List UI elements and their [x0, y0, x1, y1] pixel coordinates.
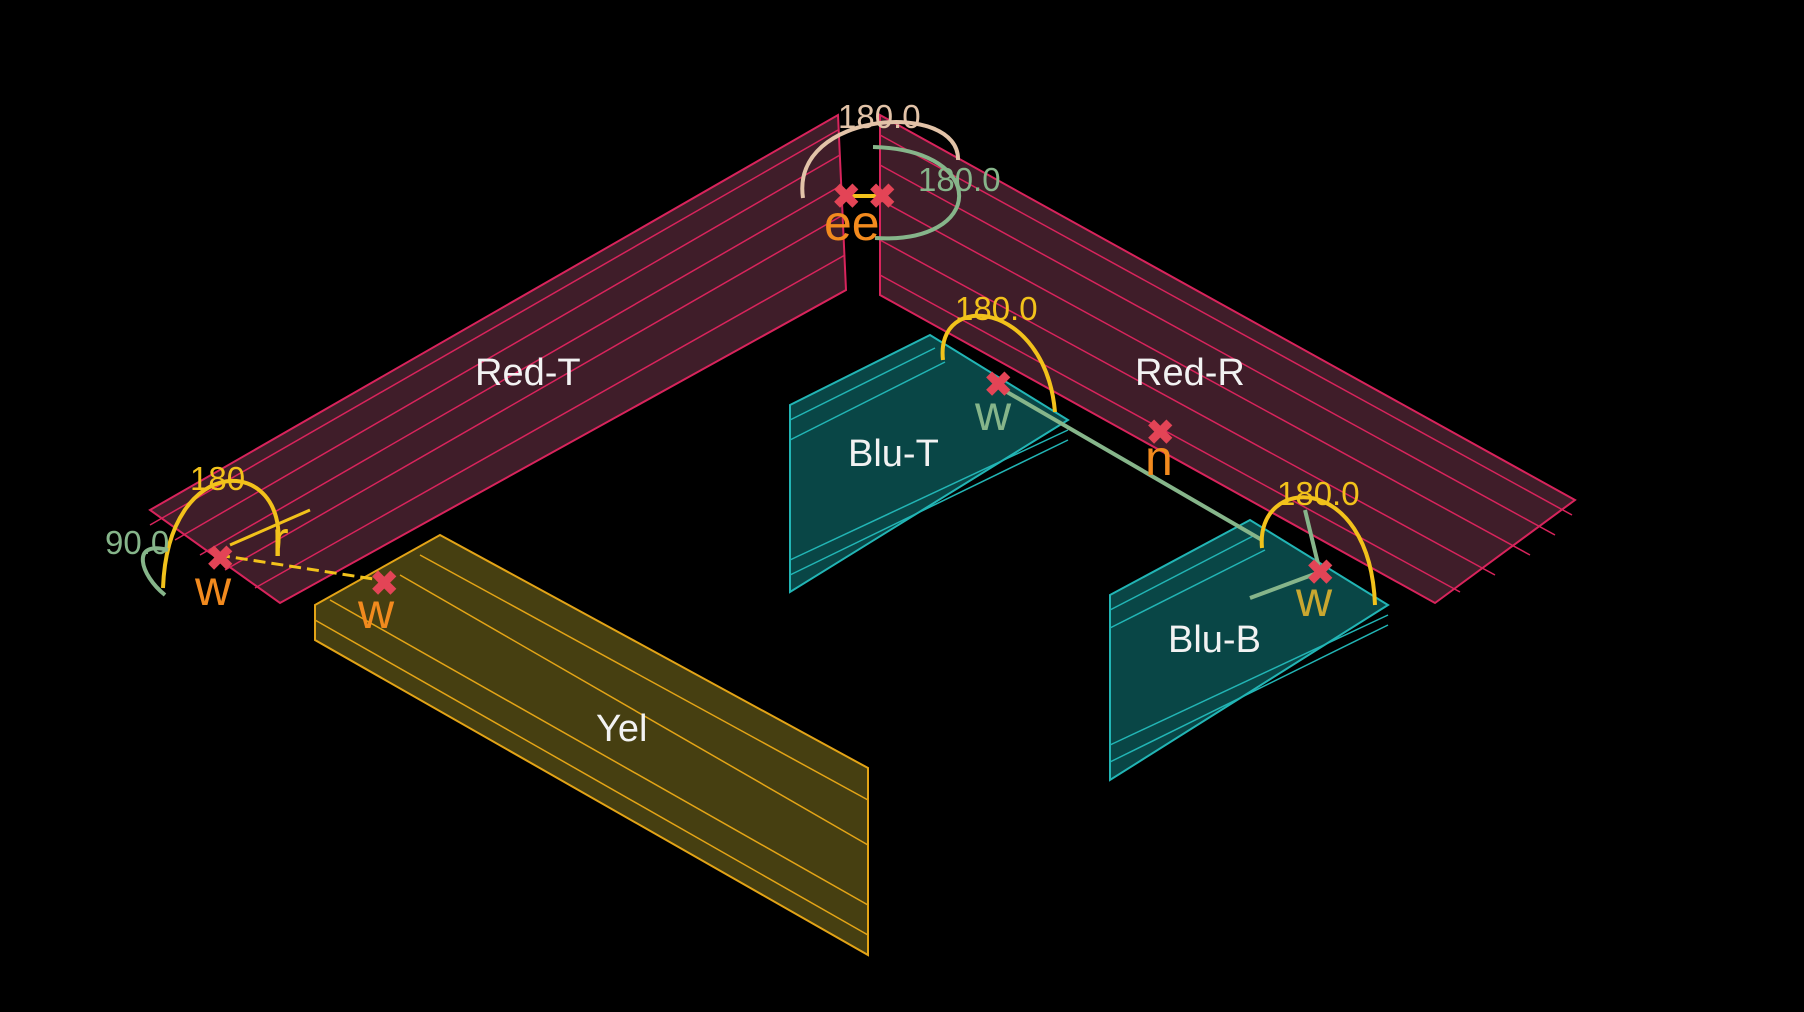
label-red-t: Red-T — [475, 352, 581, 394]
blu-t-ridges — [789, 347, 1069, 576]
angle-label: 180.0 — [1277, 475, 1360, 512]
marker-icon: ✖ — [1306, 554, 1335, 592]
mid-connector — [993, 383, 1264, 542]
marker-icon: ✖ — [1146, 414, 1175, 452]
part-blu-b[interactable]: Blu-B — [1109, 518, 1390, 782]
label-blu-b: Blu-B — [1168, 619, 1261, 661]
yel-ridges — [314, 554, 869, 936]
red-r-body — [879, 113, 1577, 605]
red-t-body — [148, 113, 848, 605]
constraint-glyph: ee — [824, 195, 880, 251]
angle-label: 180.0 — [838, 98, 921, 135]
joint-middle[interactable]: ✖ ✖ 180.0 w n — [940, 290, 1264, 542]
left-arc-green — [140, 546, 169, 597]
constraint-glyph: w — [357, 583, 395, 639]
red-t-ridges — [149, 129, 846, 589]
constraint-glyph: w — [1295, 571, 1333, 627]
label-red-r: Red-R — [1135, 352, 1245, 394]
constraint-glyph: n — [1145, 430, 1173, 486]
label-yel: Yel — [596, 708, 647, 750]
angle-label: 180 — [190, 460, 245, 497]
marker-icon: ✖ — [984, 366, 1013, 404]
constraint-glyph: w — [194, 560, 232, 616]
constraint-glyph: w — [974, 385, 1012, 441]
joint-top[interactable]: ✖ ✖ 180.0 180.0 ee — [800, 98, 1001, 251]
label-blu-t: Blu-T — [848, 433, 939, 475]
right-axis-2 — [1303, 509, 1322, 573]
right-axis — [1249, 570, 1321, 600]
red-r-ridges — [879, 134, 1573, 593]
left-connector — [217, 553, 381, 582]
part-red-r[interactable]: Red-R — [879, 113, 1577, 605]
yel-body — [314, 533, 869, 957]
left-arc-yellow — [161, 478, 281, 589]
joint-right[interactable]: ✖ 180.0 w — [1249, 475, 1377, 627]
left-axis — [229, 508, 311, 547]
angle-label: 180.0 — [955, 290, 1038, 327]
top-arc-beige — [800, 120, 961, 199]
part-yel[interactable]: Yel — [314, 533, 869, 957]
marker-icon: ✖ — [868, 178, 897, 216]
marker-icon: ✖ — [370, 565, 399, 603]
right-arc-yellow — [1259, 495, 1377, 606]
joint-left[interactable]: ✖ ✖ 180 90.0 w r w — [105, 460, 399, 639]
top-arc-green — [872, 145, 962, 241]
blu-b-body — [1109, 518, 1390, 782]
angle-label: 90.0 — [105, 524, 169, 561]
blu-b-ridges — [1109, 534, 1389, 763]
constraint-glyph: r — [272, 511, 289, 567]
part-red-t[interactable]: Red-T — [148, 113, 848, 605]
angle-label: 180.0 — [918, 161, 1001, 198]
marker-icon: ✖ — [832, 178, 861, 216]
part-blu-t[interactable]: Blu-T — [789, 333, 1070, 594]
marker-icon: ✖ — [206, 540, 235, 578]
mid-arc-yellow — [940, 313, 1057, 413]
